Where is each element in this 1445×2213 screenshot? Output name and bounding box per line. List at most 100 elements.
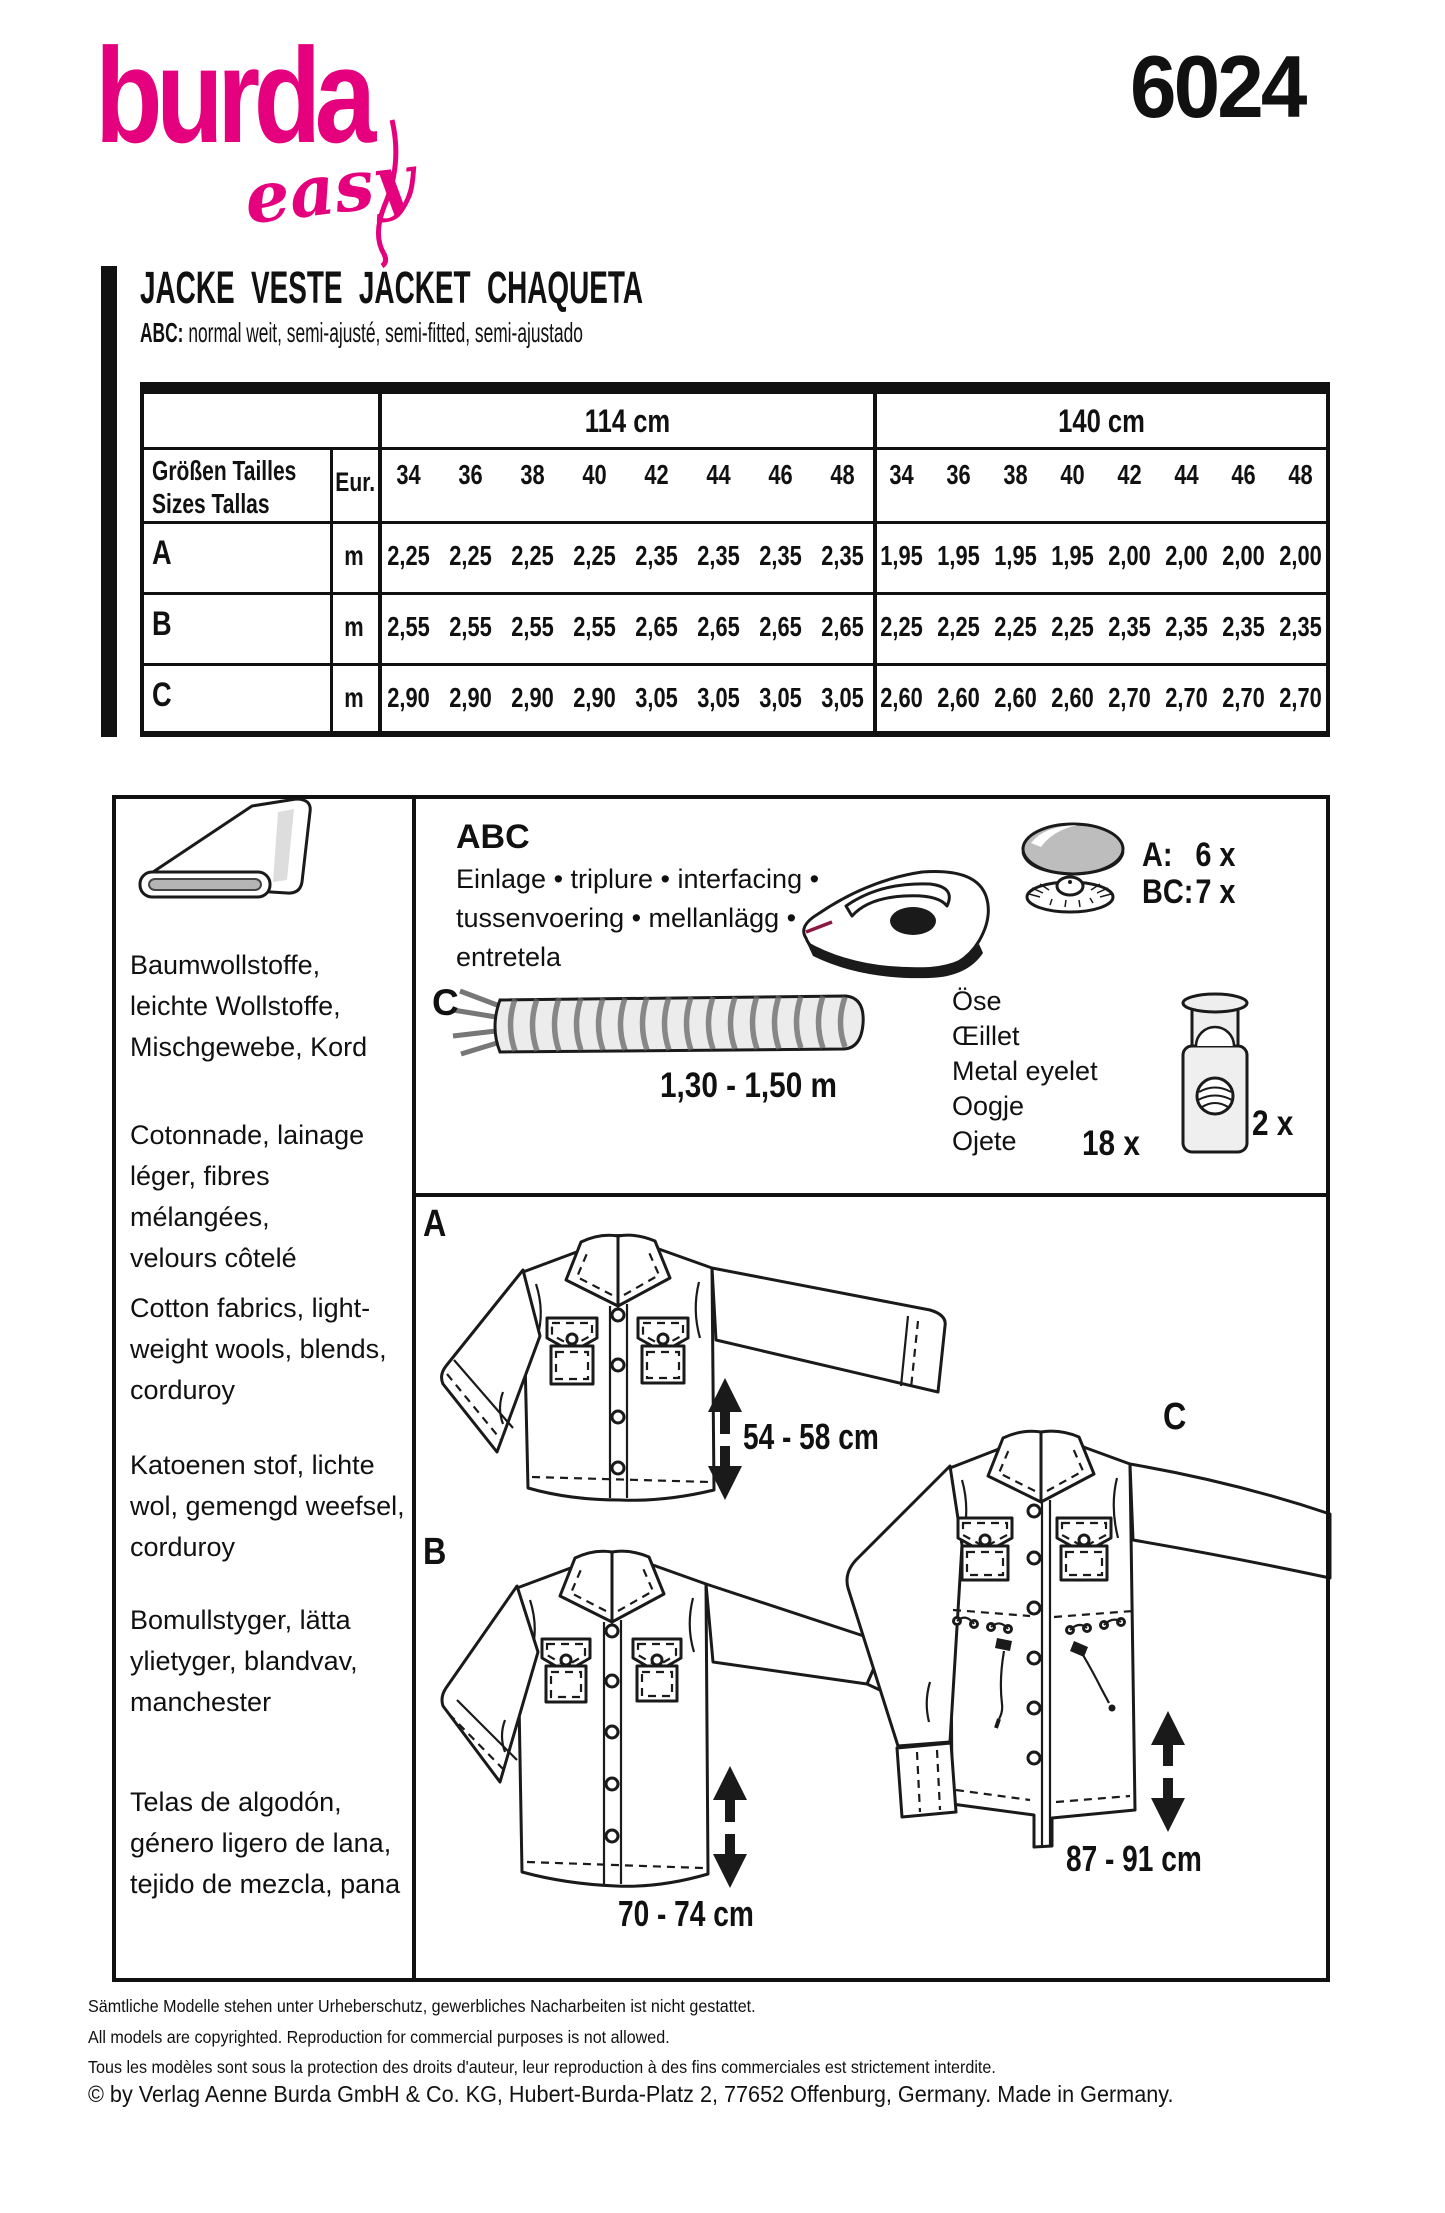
interfacing-text: Einlage • triplure • interfacing • tusse… xyxy=(456,864,820,972)
yardage-cell: 2,90 xyxy=(449,682,492,713)
table-row-label: A xyxy=(152,534,172,572)
yardage-cell: 2,35 xyxy=(635,540,678,571)
page-title: JACKE VESTE JACKET CHAQUETA xyxy=(140,262,643,313)
yardage-cell: 2,25 xyxy=(937,611,980,642)
view-label-a: A xyxy=(423,1203,447,1245)
cord-view-label: C xyxy=(432,982,459,1023)
length-arrow-a xyxy=(708,1378,742,1500)
yardage-cell: 2,55 xyxy=(387,611,430,642)
yardage-cell: 2,90 xyxy=(387,682,430,713)
size-col: 34 xyxy=(396,459,421,490)
view-label-b: B xyxy=(423,1531,447,1573)
yardage-cell: 3,05 xyxy=(635,682,678,713)
length-arrow-c xyxy=(1151,1711,1185,1832)
button-count-bc: BC: 7 x xyxy=(1142,873,1236,912)
fabric-text-fr: Cotonnade, lainage léger, fibres mélangé… xyxy=(130,1120,365,1273)
size-col: 36 xyxy=(946,459,971,490)
iron-icon xyxy=(802,870,990,979)
fabric-text-sv: Bomullstyger, lätta ylietyger, blandvav,… xyxy=(130,1605,358,1717)
yardage-cell: 2,60 xyxy=(1051,682,1094,713)
yardage-cell: 2,25 xyxy=(880,611,923,642)
yardage-cell: 2,35 xyxy=(759,540,802,571)
logo-flourish xyxy=(376,119,399,269)
yardage-cell: 2,60 xyxy=(937,682,980,713)
yardage-cell: 3,05 xyxy=(697,682,740,713)
view-length-a: 54 - 58 cm xyxy=(743,1416,879,1457)
yardage-cell: 2,55 xyxy=(573,611,616,642)
button-count-a-value: 6 x xyxy=(1195,836,1236,874)
yardage-cell: 2,25 xyxy=(1051,611,1094,642)
yardage-cell: 2,35 xyxy=(1222,611,1265,642)
yardage-cell: 2,70 xyxy=(1222,682,1265,713)
title-accent-bar xyxy=(101,266,117,737)
cord-icon xyxy=(452,988,865,1057)
yardage-cell: 2,25 xyxy=(387,540,430,571)
fabric-text-nl: Katoenen stof, lichte wol, gemengd weefs… xyxy=(130,1450,405,1562)
yardage-cell: 2,70 xyxy=(1165,682,1208,713)
materials-box xyxy=(112,795,1330,1982)
view-length-b: 70 - 74 cm xyxy=(618,1893,754,1934)
fabric-width-140: 140 cm xyxy=(1058,403,1145,439)
yardage-cell: 2,35 xyxy=(1108,611,1151,642)
notions-divider-h xyxy=(412,1193,1330,1197)
yardage-cell: 2,25 xyxy=(994,611,1037,642)
button-count-bc-label: BC: xyxy=(1142,873,1194,911)
yardage-cell: 3,05 xyxy=(821,682,864,713)
snap-button-icon xyxy=(1021,822,1125,914)
sizes-header-line1: Größen Tailles xyxy=(152,455,297,486)
yardage-cell: 2,35 xyxy=(697,540,740,571)
yardage-cell: 2,65 xyxy=(821,611,864,642)
size-col: 44 xyxy=(706,459,731,490)
yardage-cell: 2,00 xyxy=(1279,540,1322,571)
yardage-cell: 2,00 xyxy=(1165,540,1208,571)
yardage-cell: 1,95 xyxy=(880,540,923,571)
button-count-a-label: A: xyxy=(1142,836,1173,874)
size-col: 38 xyxy=(1003,459,1028,490)
yardage-cell: 2,65 xyxy=(635,611,678,642)
size-col: 46 xyxy=(1231,459,1256,490)
cord-stopper-icon xyxy=(1181,992,1249,1154)
yardage-cell: 1,95 xyxy=(1051,540,1094,571)
yardage-cell: 2,00 xyxy=(1108,540,1151,571)
unit-cell: m xyxy=(344,540,364,571)
size-col: 42 xyxy=(1117,459,1142,490)
yardage-cell: 2,65 xyxy=(697,611,740,642)
table-row-label: B xyxy=(152,605,172,643)
eyelet-count: 18 x xyxy=(1082,1124,1140,1163)
pattern-number: 6024 xyxy=(1130,37,1307,136)
yardage-cell: 2,25 xyxy=(573,540,616,571)
yardage-cell: 1,95 xyxy=(937,540,980,571)
materials-box-divider-v xyxy=(412,795,416,1982)
unit-cell: m xyxy=(344,611,364,642)
fabric-text-de: Baumwollstoffe, leichte Wollstoffe, Misc… xyxy=(130,950,368,1062)
stopper-count: 2 x xyxy=(1252,1104,1294,1143)
copyright-line-de: Sämtliche Modelle stehen unter Urhebersc… xyxy=(88,1996,756,2016)
size-col: 48 xyxy=(830,459,855,490)
fabric-bolt-icon xyxy=(138,797,312,899)
button-count-bc-value: 7 x xyxy=(1195,873,1236,911)
interfacing-views-label: ABC xyxy=(456,818,530,856)
yardage-cell: 2,60 xyxy=(880,682,923,713)
yardage-cell: 1,95 xyxy=(994,540,1037,571)
view-length-c: 87 - 91 cm xyxy=(1066,1838,1202,1879)
length-arrow-b xyxy=(713,1766,747,1888)
eyelet-text: Öse Œillet Metal eyelet Oogje Ojete xyxy=(952,986,1098,1156)
size-col: 38 xyxy=(520,459,545,490)
size-col: 46 xyxy=(768,459,793,490)
size-col: 34 xyxy=(889,459,914,490)
jacket-a-drawing xyxy=(440,1233,947,1502)
yardage-cell: 2,90 xyxy=(511,682,554,713)
yardage-cell: 3,05 xyxy=(759,682,802,713)
copyright-line-fr: Tous les modèles sont sous la protection… xyxy=(88,2057,996,2077)
yardage-cell: 2,25 xyxy=(511,540,554,571)
yardage-cell: 2,70 xyxy=(1279,682,1322,713)
size-col: 48 xyxy=(1288,459,1313,490)
yardage-cell: 2,60 xyxy=(994,682,1037,713)
fit-views-label: ABC: xyxy=(140,317,184,348)
yardage-cell: 2,90 xyxy=(573,682,616,713)
yardage-cell: 2,35 xyxy=(1279,611,1322,642)
yardage-cell: 2,25 xyxy=(449,540,492,571)
size-col: 44 xyxy=(1174,459,1199,490)
